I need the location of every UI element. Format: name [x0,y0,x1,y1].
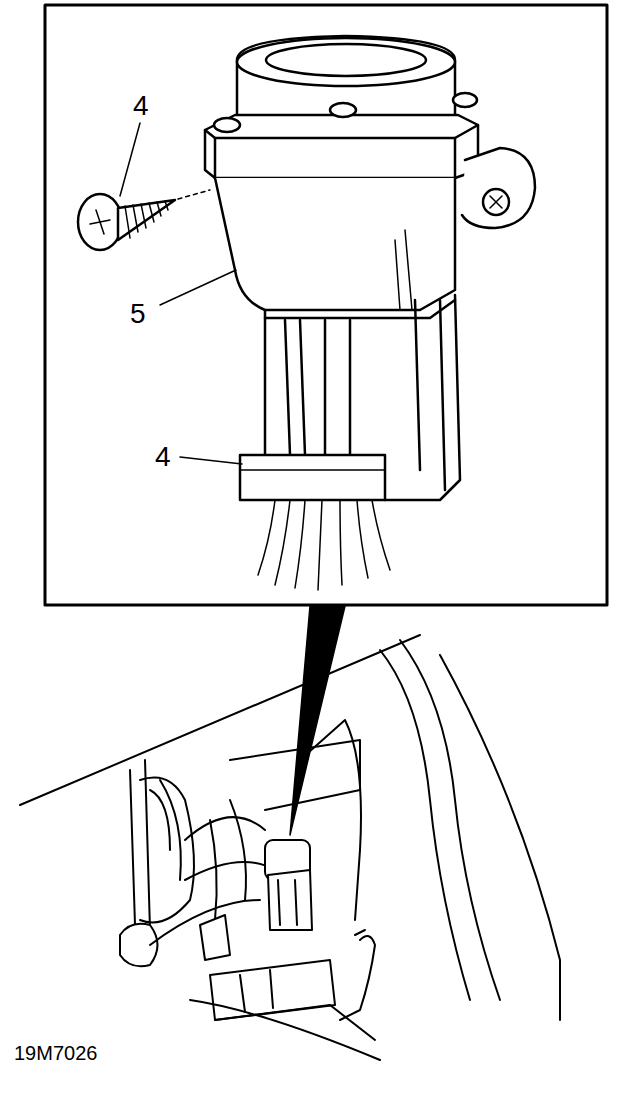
leader-line [180,457,242,464]
callout-number: 4 [133,92,149,120]
leader-line [160,270,236,305]
pointer-wedge [290,606,345,835]
screw [78,190,210,250]
vehicle-interior [20,635,560,1060]
figure-code: 19M7026 [14,1043,97,1063]
inset-frame [45,5,607,605]
ignition-switch [205,36,535,590]
callout-number: 4 [155,443,171,471]
leader-line [120,123,140,196]
callout-number: 5 [130,300,146,328]
